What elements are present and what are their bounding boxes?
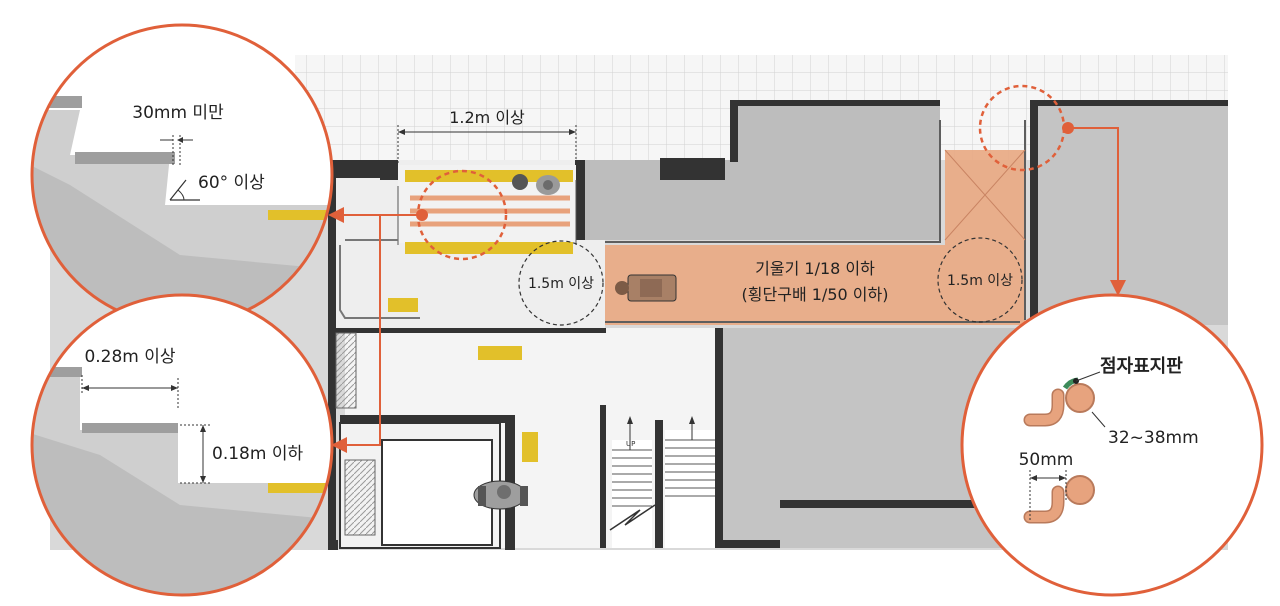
ramp-cross-slope-label: (횡단구배 1/50 이하) [742, 285, 889, 304]
upper-block [580, 160, 940, 240]
callout-handrail: 점자표지판 32~38mm 50mm [960, 293, 1264, 597]
turn-space-left-circle [518, 240, 604, 326]
turn-space-right-circle [937, 237, 1023, 323]
hatch-panel [335, 332, 357, 409]
right-block [1030, 105, 1228, 325]
pedestrians [512, 174, 560, 195]
ramp-handrail [605, 120, 1026, 323]
stair-width-dimension: 1.2m 이상 [397, 108, 577, 165]
tactile-strip-bottom [405, 242, 573, 254]
tile-grid-area-right [1150, 55, 1228, 105]
upper-block-tall [735, 100, 940, 170]
stair-width-label: 1.2m 이상 [449, 108, 525, 127]
tactile-block-2 [478, 346, 522, 360]
staircase: UP [601, 416, 719, 548]
turn-space-right-label: 1.5m 이상 [947, 273, 1013, 289]
elevator-panel [344, 459, 376, 536]
tactile-block-1 [388, 298, 418, 312]
step-riser-label: 0.18m 이하 [212, 444, 303, 464]
nosing-gap-label: 30mm 미만 [132, 103, 224, 123]
handrail-gap-label: 50mm [1019, 450, 1074, 470]
leader-lines [328, 122, 1126, 453]
ramp-slope-label: 기울기 1/18 이하 [755, 259, 875, 278]
up-marker: UP [626, 440, 635, 448]
nosing-angle-label: 60° 이상 [198, 173, 265, 193]
callout-step: 0.28m 이상 0.18m 이하 [30, 293, 334, 597]
lobby-handrail [339, 245, 420, 319]
ramp-area [605, 150, 1025, 325]
floor-plan: UP [50, 55, 1228, 550]
turn-space-left-label: 1.5m 이상 [528, 276, 594, 292]
tactile-block-3 [522, 432, 538, 462]
handrail-sign-label: 점자표지판 [1100, 356, 1183, 377]
handrail-diameter-label: 32~38mm [1108, 428, 1199, 448]
wheelchair-user-ramp [615, 274, 677, 302]
ramp-diagonal [944, 149, 1026, 241]
step-tread-label: 0.28m 이상 [84, 347, 175, 367]
wheelchair-user-elevator [473, 480, 528, 510]
